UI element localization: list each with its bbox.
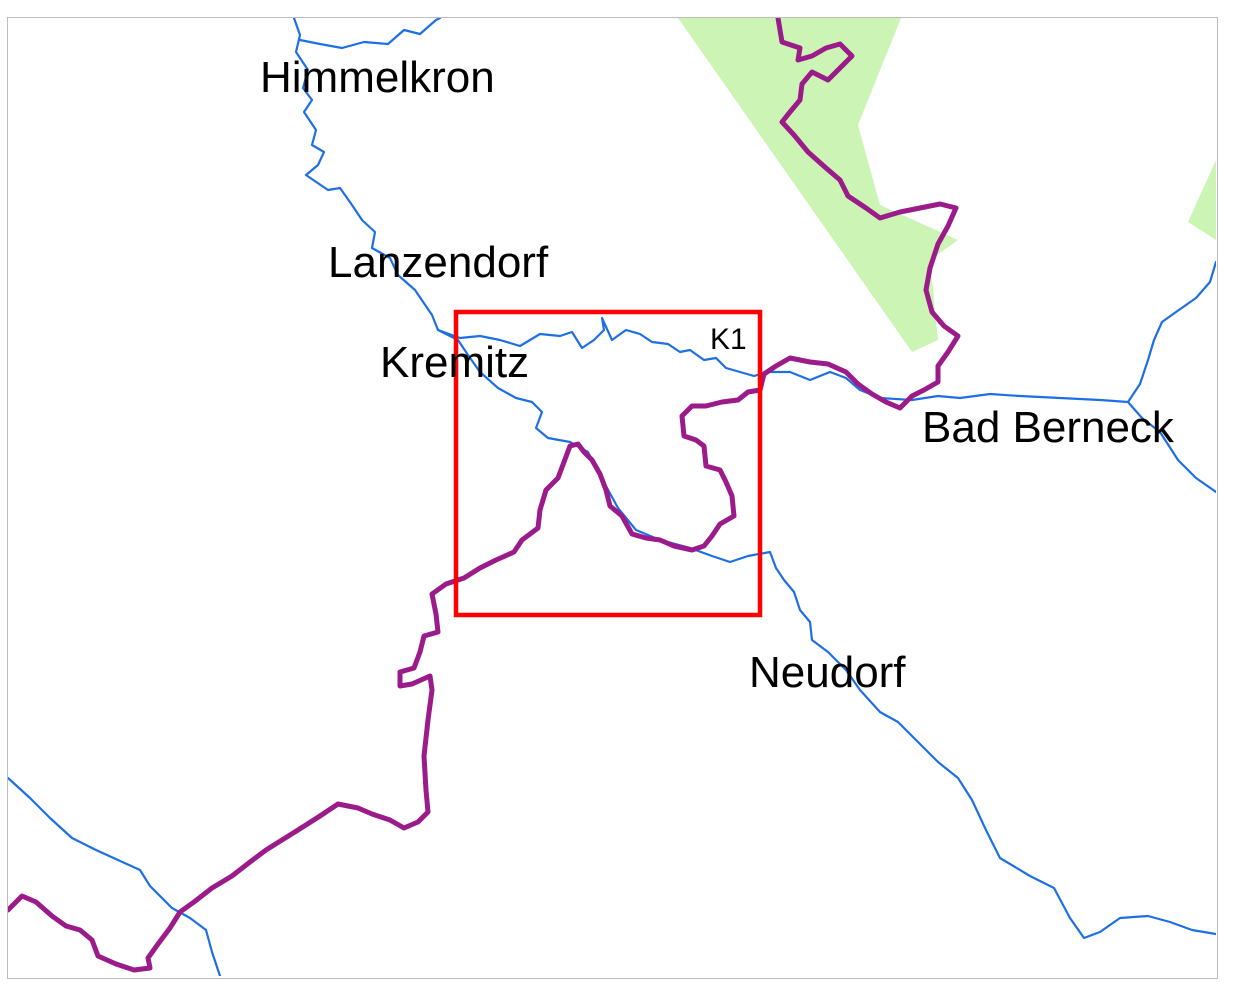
study-area-label: K1 bbox=[710, 323, 747, 356]
river-upper-branch bbox=[298, 18, 442, 50]
place-label-bad-berneck: Bad Berneck bbox=[922, 403, 1175, 452]
forest-area-north bbox=[678, 18, 958, 352]
place-label-lanzendorf: Lanzendorf bbox=[328, 238, 549, 287]
place-label-kremitz: Kremitz bbox=[380, 338, 529, 387]
forest-area-east bbox=[1188, 160, 1216, 240]
river-main bbox=[292, 18, 1216, 940]
river-k1-north-loop bbox=[436, 316, 770, 378]
place-label-neudorf: Neudorf bbox=[749, 648, 906, 697]
river-southwest bbox=[8, 776, 222, 976]
river-east-tributary bbox=[1126, 260, 1216, 404]
place-label-himmelkron: Himmelkron bbox=[260, 53, 495, 102]
study-area-box[interactable] bbox=[453, 309, 763, 618]
boundary-north bbox=[757, 18, 961, 411]
boundary-k1 bbox=[8, 387, 763, 973]
river-east bbox=[766, 370, 1216, 494]
